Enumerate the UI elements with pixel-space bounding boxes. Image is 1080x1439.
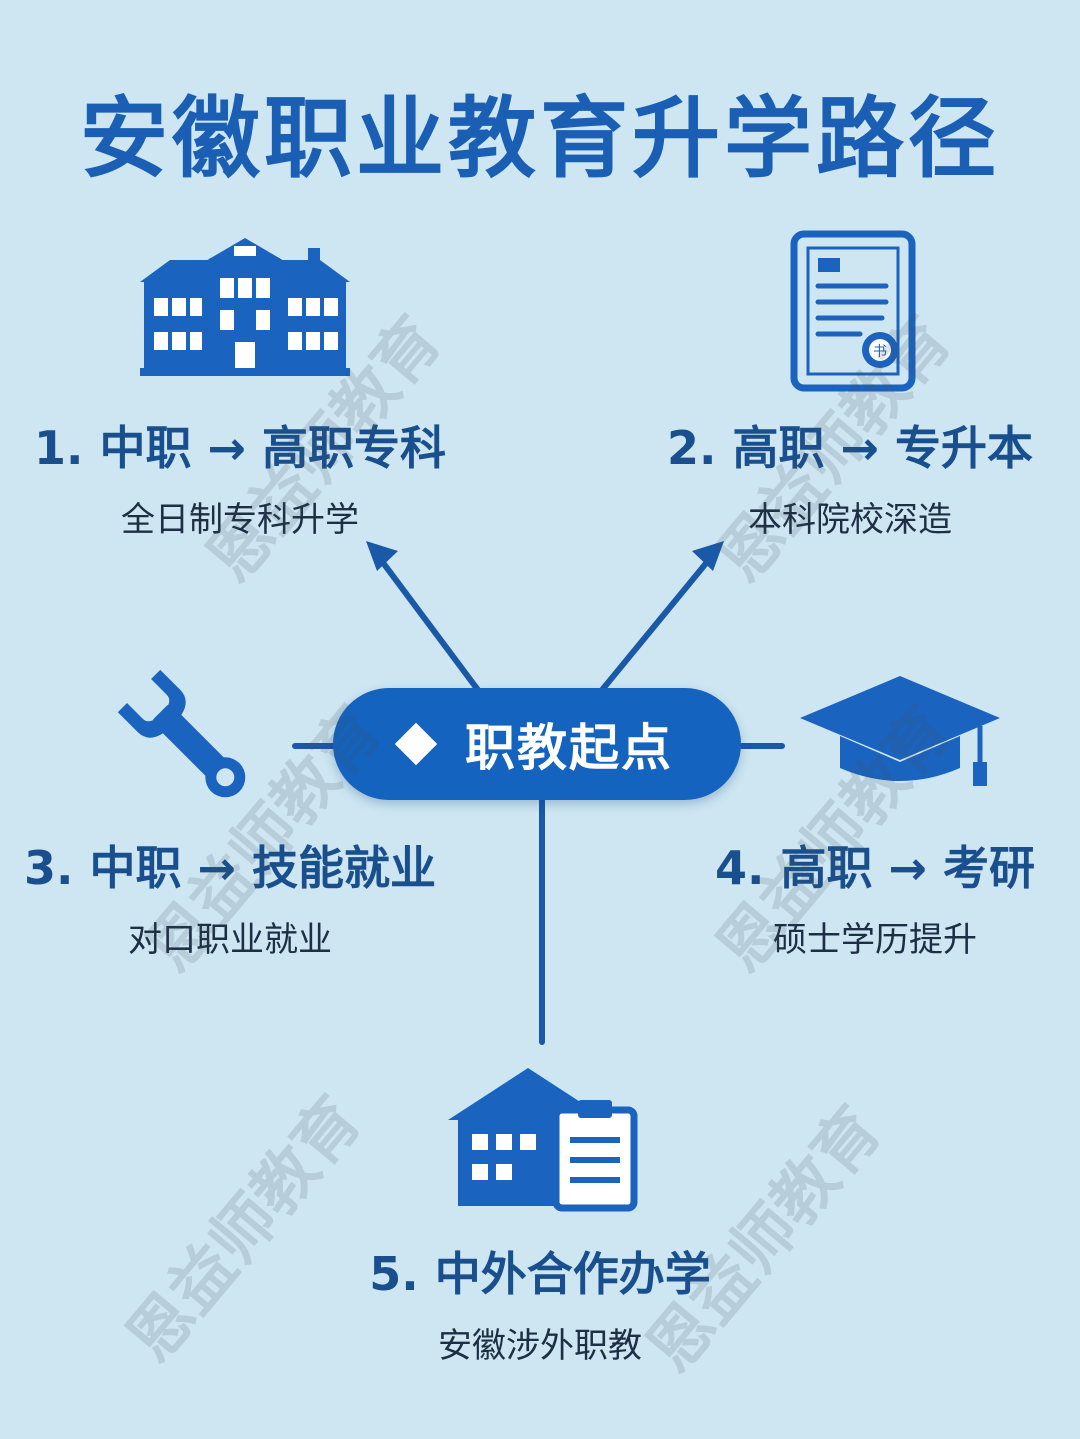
arrow-line-1 bbox=[375, 553, 481, 693]
certificate-icon: 书 bbox=[790, 230, 916, 392]
node-4: 4. 高职 → 考研 硕士学历提升 bbox=[690, 832, 1060, 961]
node-5: 5. 中外合作办学 安徽涉外职教 bbox=[320, 1238, 760, 1367]
house-clipboard-icon bbox=[448, 1068, 638, 1212]
arrow-head-1 bbox=[366, 541, 398, 571]
node-3-subtitle: 对口职业就业 bbox=[128, 920, 332, 960]
graduation-cap-icon bbox=[800, 676, 1000, 786]
wrench-icon bbox=[117, 669, 246, 798]
diamond-icon bbox=[394, 722, 438, 766]
svg-text:书: 书 bbox=[873, 344, 887, 360]
node-2: 2. 高职 → 专升本 本科院校深造 bbox=[645, 412, 1055, 541]
page-title: 安徽职业教育升学路径 bbox=[79, 87, 1000, 190]
center-node: 职教起点 bbox=[333, 688, 741, 800]
arrow-head-2 bbox=[692, 541, 724, 571]
node-3-title: 3. 中职 → 技能就业 bbox=[23, 841, 437, 895]
node-3: 3. 中职 → 技能就业 对口职业就业 bbox=[10, 832, 450, 961]
node-1-title: 1. 中职 → 高职专科 bbox=[33, 421, 447, 475]
node-4-subtitle: 硕士学历提升 bbox=[773, 920, 977, 960]
node-2-subtitle: 本科院校深造 bbox=[748, 500, 952, 540]
center-node-label: 职教起点 bbox=[465, 719, 673, 777]
node-2-title: 2. 高职 → 专升本 bbox=[666, 421, 1034, 475]
arrow-line-2 bbox=[599, 553, 715, 693]
node-1-subtitle: 全日制专科升学 bbox=[121, 500, 359, 540]
node-1: 1. 中职 → 高职专科 全日制专科升学 bbox=[20, 412, 460, 541]
node-5-subtitle: 安徽涉外职教 bbox=[438, 1326, 642, 1366]
node-5-title: 5. 中外合作办学 bbox=[369, 1247, 711, 1301]
school-building-icon bbox=[140, 238, 350, 376]
node-4-title: 4. 高职 → 考研 bbox=[714, 841, 1036, 895]
